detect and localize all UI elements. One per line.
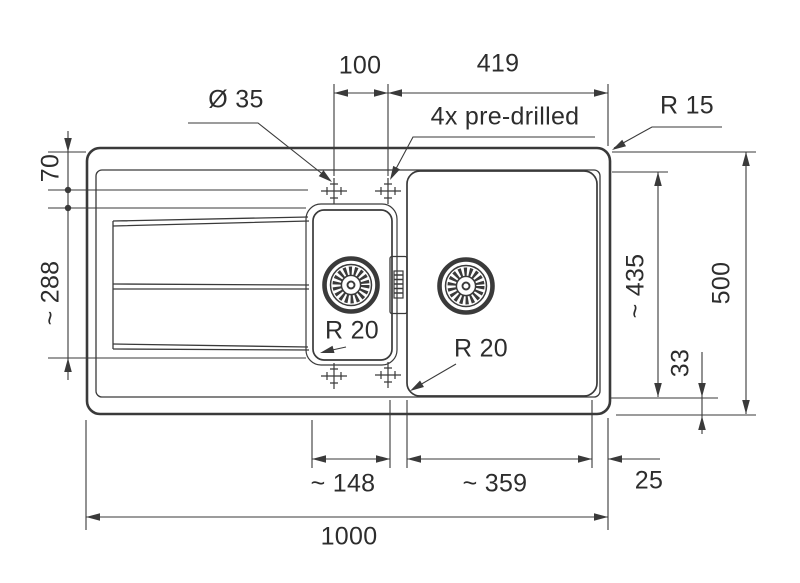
dim-bottom-gap: 33 bbox=[666, 348, 695, 378]
dim-top-width-small: 100 bbox=[338, 51, 382, 80]
dim-hole-diameter: Ø 35 bbox=[208, 85, 264, 114]
dim-left-offset: 70 bbox=[36, 153, 65, 183]
predrill-hole-marker bbox=[321, 178, 347, 204]
predrill-hole-marker bbox=[321, 363, 347, 389]
dim-right-margin: 25 bbox=[634, 466, 664, 495]
dim-top-width-large: 419 bbox=[476, 49, 520, 78]
dim-total-height: 500 bbox=[707, 261, 736, 305]
dimension-lines bbox=[48, 84, 756, 530]
drainer-grooves bbox=[112, 216, 310, 351]
drain-strainer-main bbox=[437, 257, 495, 315]
predrill-hole-marker bbox=[375, 362, 401, 388]
predrill-hole-marker bbox=[375, 178, 401, 204]
dim-corner-radius: R 15 bbox=[659, 91, 715, 120]
dim-small-bowl-width: ~ 148 bbox=[310, 469, 376, 498]
note-predrilled: 4x pre-drilled bbox=[430, 102, 580, 131]
dim-bowl-radius-small: R 20 bbox=[324, 316, 380, 345]
dim-bowl-radius-main: R 20 bbox=[453, 334, 509, 363]
dim-main-bowl-width: ~ 359 bbox=[462, 469, 528, 498]
dim-bowl-height: ~ 435 bbox=[621, 253, 650, 319]
dim-total-width: 1000 bbox=[320, 522, 378, 551]
overflow-window bbox=[389, 255, 408, 315]
sink-outline bbox=[85, 146, 612, 416]
dimension-arrowheads bbox=[64, 89, 750, 521]
drain-strainer-small bbox=[322, 256, 380, 314]
dim-left-height: ~ 288 bbox=[36, 260, 65, 326]
